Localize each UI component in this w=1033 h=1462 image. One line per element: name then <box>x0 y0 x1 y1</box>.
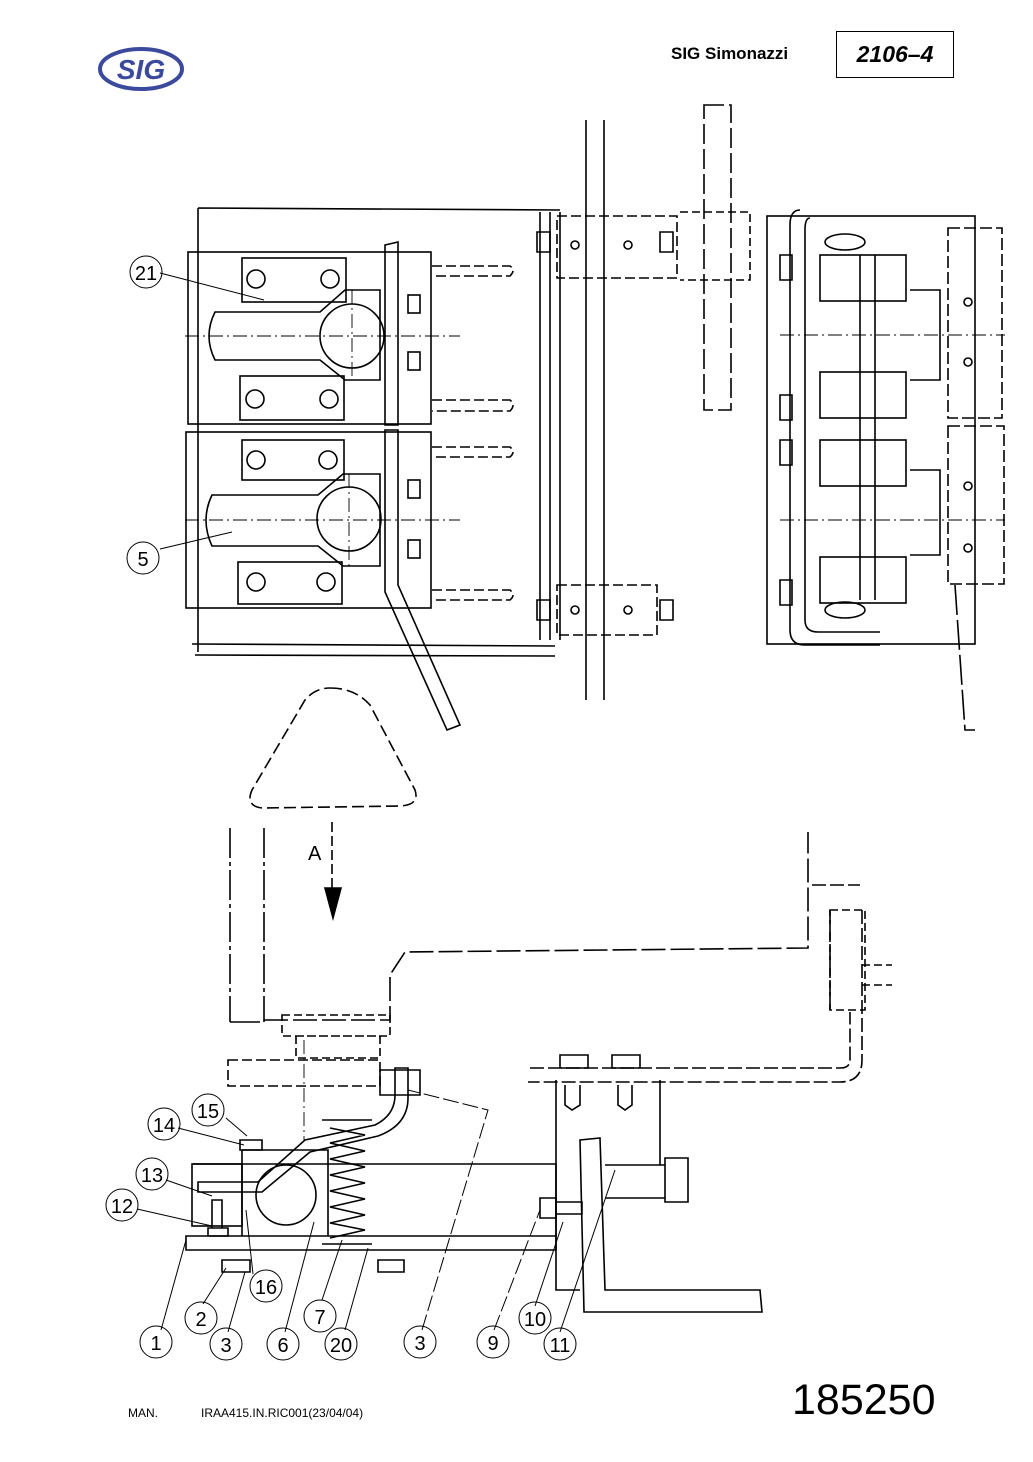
svg-text:11: 11 <box>550 1335 571 1357</box>
svg-text:1: 1 <box>150 1333 161 1355</box>
callout-2: 2 <box>184 1301 218 1335</box>
svg-text:2: 2 <box>195 1309 206 1331</box>
callout-20: 20 <box>324 1327 358 1361</box>
svg-text:6: 6 <box>277 1335 288 1357</box>
svg-text:16: 16 <box>255 1277 277 1299</box>
callout-10: 10 <box>518 1301 552 1335</box>
bottom-section-view <box>185 828 892 1313</box>
callout-6: 6 <box>266 1327 300 1361</box>
brand-name: SIG Simonazzi <box>671 44 789 63</box>
svg-text:13: 13 <box>141 1165 163 1187</box>
footer-reference: IRAA415.IN.RIC001(23/04/04) <box>201 1406 364 1420</box>
callout-5: 5 <box>126 541 160 575</box>
view-label: A <box>308 843 322 865</box>
callout-3-left: 3 <box>209 1327 243 1361</box>
svg-text:7: 7 <box>314 1307 325 1329</box>
callout-7: 7 <box>303 1299 337 1333</box>
svg-text:14: 14 <box>153 1115 175 1137</box>
svg-text:20: 20 <box>330 1335 352 1357</box>
callout-15: 15 <box>191 1093 225 1127</box>
svg-text:3: 3 <box>414 1333 425 1355</box>
svg-text:15: 15 <box>197 1101 219 1123</box>
top-plan-view <box>185 104 751 732</box>
logo-text: SIG <box>117 54 165 85</box>
svg-text:9: 9 <box>487 1333 498 1355</box>
svg-text:3: 3 <box>220 1335 231 1357</box>
svg-text:21: 21 <box>135 263 157 285</box>
svg-text:12: 12 <box>111 1196 133 1218</box>
doc-code-box: 2106–4 <box>836 31 954 78</box>
callout-21: 21 <box>129 255 163 289</box>
callout-11: 11 <box>543 1327 577 1361</box>
callouts: 21 5 15 14 13 12 16 2 1 3 6 7 20 3 9 10 … <box>105 255 577 1361</box>
footer-man-label: MAN. <box>128 1406 158 1420</box>
doc-code: 2106–4 <box>856 41 934 67</box>
svg-text:5: 5 <box>137 549 148 571</box>
view-a-indicator: A <box>249 687 417 922</box>
callout-3-right: 3 <box>403 1325 437 1359</box>
svg-text:10: 10 <box>524 1309 546 1331</box>
callout-1: 1 <box>139 1325 173 1359</box>
callout-16: 16 <box>249 1269 283 1303</box>
callout-14: 14 <box>147 1107 181 1141</box>
sig-logo: SIG <box>98 47 184 91</box>
leader-lines <box>136 272 616 1333</box>
document-number: 185250 <box>792 1376 936 1424</box>
callout-13: 13 <box>135 1157 169 1191</box>
side-view <box>766 209 1005 731</box>
callout-9: 9 <box>476 1325 510 1359</box>
callout-12: 12 <box>105 1188 139 1222</box>
